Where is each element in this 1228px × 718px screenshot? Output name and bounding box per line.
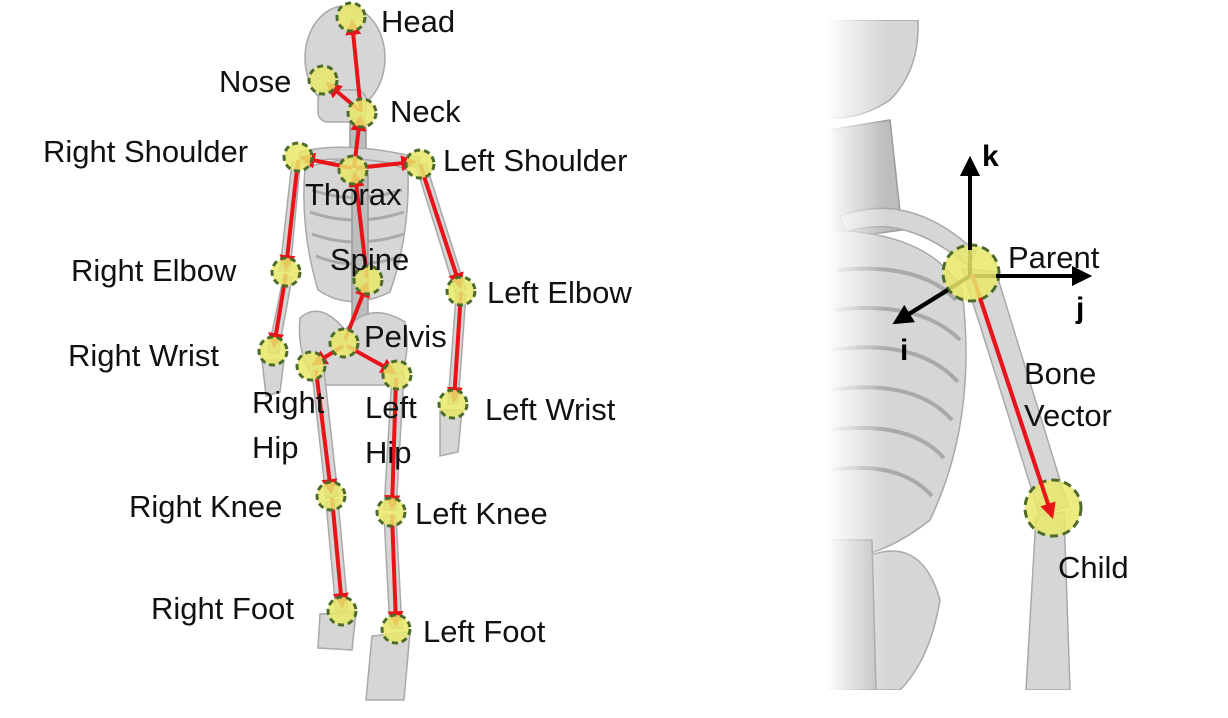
label-nose: Nose (219, 64, 291, 99)
joint-neck (346, 97, 378, 129)
label-right-hip-line1: Right (252, 385, 325, 420)
label-left-hip-line1: Left (365, 390, 417, 425)
label-right-elbow: Right Elbow (71, 253, 237, 288)
joint-pelvis (328, 327, 360, 359)
joint-parent (941, 243, 1001, 303)
label-child: Child (1058, 550, 1129, 585)
skeleton-joints (257, 1, 477, 645)
joint-left-wrist (437, 388, 469, 420)
label-right-hip-line2: Hip (252, 430, 299, 465)
bone-arrow-neck-head (345, 18, 363, 113)
joint-child (1023, 478, 1083, 538)
joint-right-hip (295, 350, 327, 382)
joint-right-elbow (270, 256, 302, 288)
label-i-axis: i (900, 334, 908, 367)
joint-nose (307, 64, 339, 96)
label-pelvis: Pelvis (364, 319, 447, 354)
joint-right-knee (315, 480, 347, 512)
label-right-wrist: Right Wrist (68, 338, 219, 373)
label-parent: Parent (1008, 240, 1100, 275)
axis-overlay (892, 156, 1092, 325)
bone-arrow-lknee-lfoot (387, 513, 404, 628)
label-j-axis: j (1075, 292, 1084, 325)
label-left-knee: Left Knee (415, 496, 548, 531)
joint-right-shoulder (282, 141, 314, 173)
label-bone-vector-line2: Vector (1024, 398, 1112, 433)
joint-right-foot (326, 595, 358, 627)
joint-head (335, 1, 367, 33)
joint-left-knee (375, 496, 407, 528)
joint-left-shoulder (404, 148, 436, 180)
joint-spine (352, 264, 384, 296)
label-k-axis: k (982, 140, 999, 173)
label-right-knee: Right Knee (129, 489, 282, 524)
bone-arrow-rhip-rknee (314, 369, 338, 496)
label-left-shoulder: Left Shoulder (443, 143, 627, 178)
detail-labels: k j i Parent Bone Vector Child (900, 140, 1129, 585)
skeleton-labels: Head Nose Neck Right Shoulder Left Shoul… (43, 4, 632, 649)
label-thorax: Thorax (305, 177, 402, 212)
label-right-foot: Right Foot (151, 591, 294, 626)
joint-left-foot (380, 613, 412, 645)
joint-left-hip (381, 359, 413, 391)
bone-arrow-lshoulder-lelbow (418, 163, 464, 290)
bone-arrow-lelbow-lwrist (446, 291, 463, 404)
label-bone-vector-line1: Bone (1024, 356, 1096, 391)
label-right-shoulder: Right Shoulder (43, 134, 248, 169)
bone-vector-overlay (978, 297, 1056, 520)
label-left-elbow: Left Elbow (487, 275, 632, 310)
shoulder-closeup-illustration (826, 18, 1071, 692)
bone-arrow-rknee-rfoot (330, 497, 349, 610)
bone-arrow-lhip-lknee (384, 377, 401, 512)
label-left-hip-line2: Hip (365, 435, 412, 470)
joint-thorax (337, 154, 369, 186)
label-head: Head (381, 4, 455, 39)
label-left-wrist: Left Wrist (485, 392, 616, 427)
label-neck: Neck (390, 94, 461, 129)
bone-arrow-spine-thorax (348, 170, 369, 279)
bone-arrow-rshoulder-relbow (279, 159, 300, 272)
joint-left-elbow (445, 275, 477, 307)
label-left-foot: Left Foot (423, 614, 546, 649)
joint-right-wrist (257, 335, 289, 367)
label-spine: Spine (330, 242, 409, 277)
